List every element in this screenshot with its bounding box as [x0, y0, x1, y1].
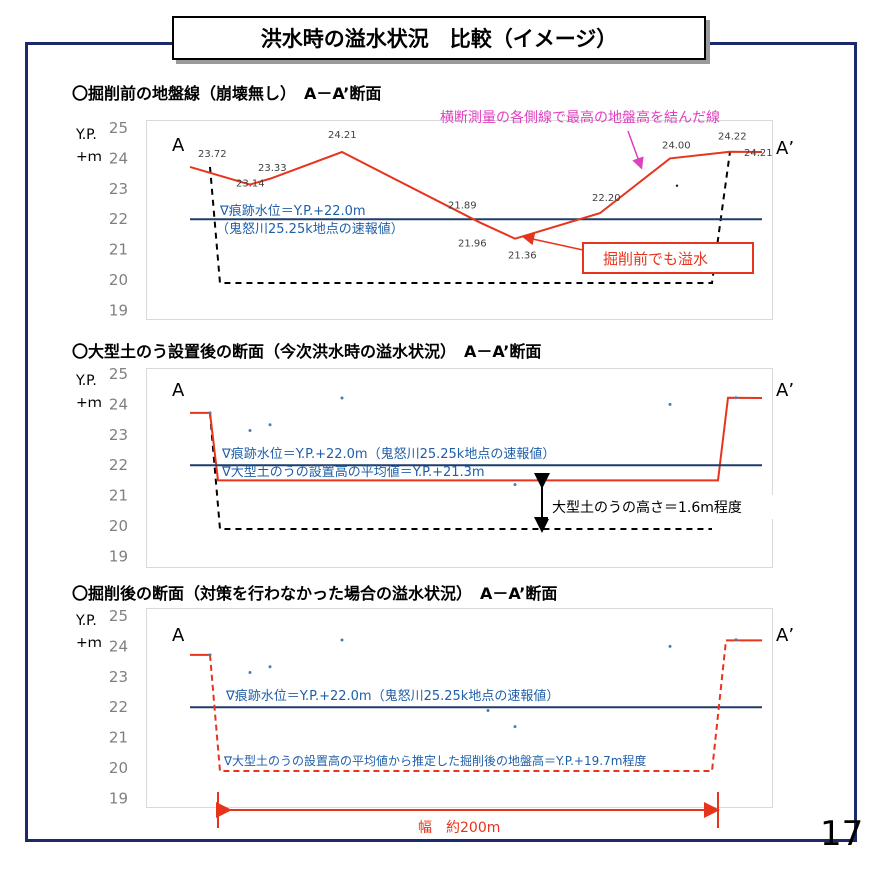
ground-profile-line [189, 150, 763, 240]
chart-1-ylabel: Y.P.+ｍ [76, 127, 102, 165]
data-label: 24.21 [328, 130, 357, 141]
y-tick-label: 20 [109, 759, 128, 777]
y-tick-label: 22 [109, 698, 128, 716]
page-title: 洪水時の溢水状況 比較（イメージ） [172, 16, 706, 60]
data-point [268, 665, 272, 669]
page-number: 17 [820, 814, 864, 854]
data-label: 24.22 [718, 132, 747, 143]
y-tick-label: 24 [109, 149, 128, 167]
data-label: 23.72 [198, 149, 227, 160]
data-label: 24.21 [744, 148, 773, 159]
data-label: 21.96 [458, 239, 487, 250]
chart-1-callout-arrow [522, 233, 584, 251]
y-tick-label: 24 [109, 637, 128, 655]
y-tick-label: 25 [109, 607, 128, 625]
y-tick-label: 19 [109, 789, 128, 807]
chart-1-label-a: A [172, 135, 185, 156]
data-point [513, 483, 517, 487]
data-point [513, 725, 517, 729]
data-point [675, 184, 679, 187]
y-tick-label: 25 [109, 365, 128, 383]
chart-3-width-annotation: 幅 約200m [418, 820, 500, 836]
chart-2-ylabel: Y.P.+ｍ [76, 373, 102, 411]
data-label: 23.33 [258, 163, 287, 174]
chart-2-heading: 〇大型土のう設置後の断面（今次洪水時の溢水状況） A－A’断面 [72, 342, 542, 361]
y-tick-label: 23 [109, 426, 128, 444]
data-point [668, 644, 672, 648]
data-point [248, 429, 252, 433]
y-tick-label: 23 [109, 180, 128, 198]
data-point [248, 671, 252, 675]
data-label: 21.36 [508, 251, 537, 262]
data-point [208, 653, 212, 657]
chart-3-ground-annotation: ∇大型土のうの設置高の平均値から推定した掘削後の地盤高＝Y.P.+19.7m程度 [223, 753, 646, 768]
y-tick-label: 23 [109, 668, 128, 686]
excavated-profile-line [209, 640, 727, 773]
chart-3-label-a: A [172, 625, 185, 646]
y-tick-label: 21 [109, 241, 128, 259]
y-tick-label: 25 [109, 119, 128, 137]
chart-3-label-a-prime: A’ [776, 625, 794, 646]
chart-3-water-annotation: ∇痕跡水位＝Y.P.+22.0m（鬼怒川25.25k地点の速報値） [225, 688, 559, 704]
y-tick-label: 22 [109, 210, 128, 228]
chart-3-heading: 〇掘削後の断面（対策を行わなかった場合の溢水状況） A－A’断面 [72, 584, 558, 603]
chart-2-water-annotation: ∇痕跡水位＝Y.P.+22.0m（鬼怒川25.25k地点の速報値） [221, 446, 555, 462]
chart-2-label-a: A [172, 380, 185, 401]
data-label: 23.14 [236, 179, 265, 190]
y-tick-label: 21 [109, 487, 128, 505]
chart-1-pink-annotation: 横断測量の各側線で最高の地盤高を結んだ線 [440, 109, 720, 126]
data-point [268, 423, 272, 427]
chart-2-label-a-prime: A’ [776, 380, 794, 401]
chart-1-label-a-prime: A’ [776, 138, 794, 159]
y-tick-label: 22 [109, 456, 128, 474]
data-point [734, 396, 738, 400]
y-tick-label: 20 [109, 271, 128, 289]
y-tick-label: 20 [109, 517, 128, 535]
chart-3-ylabel: Y.P.+ｍ [76, 613, 102, 651]
chart-1-water-annotation-2: （鬼怒川25.25k地点の速報値） [216, 221, 404, 237]
y-tick-label: 19 [109, 301, 128, 319]
data-label: 21.89 [448, 201, 477, 212]
chart-1-callout-text: 掘削前でも溢水 [603, 250, 708, 268]
chart-1-heading: 〇掘削前の地盤線（崩壊無し） A－A’断面 [72, 84, 382, 103]
chart-1-pink-arrow [627, 130, 644, 170]
chart-2-plot-area [146, 368, 773, 568]
data-point [486, 709, 490, 713]
data-point [734, 638, 738, 642]
y-tick-label: 19 [109, 547, 128, 565]
data-label: 24.00 [662, 140, 691, 151]
data-point [208, 411, 212, 415]
y-tick-label: 24 [109, 395, 128, 413]
data-point [340, 638, 344, 642]
chart-2-sandbag-annotation: ∇大型土のうの設置高の平均値＝Y.P.+21.3m [221, 464, 485, 480]
chart-1-callout-box [582, 242, 754, 274]
data-label: 22.20 [592, 193, 621, 204]
chart-2-height-annotation: 大型土のうの高さ＝1.6m程度 [552, 499, 742, 516]
chart-1-water-annotation-1: ∇痕跡水位＝Y.P.+22.0m [219, 203, 366, 219]
data-point [668, 402, 672, 406]
sandbag-profile-line [190, 396, 763, 482]
data-point [340, 396, 344, 400]
dashed-excavation-profile [209, 151, 731, 285]
y-tick-label: 21 [109, 729, 128, 747]
chart-2-height-label-bg [548, 495, 780, 519]
